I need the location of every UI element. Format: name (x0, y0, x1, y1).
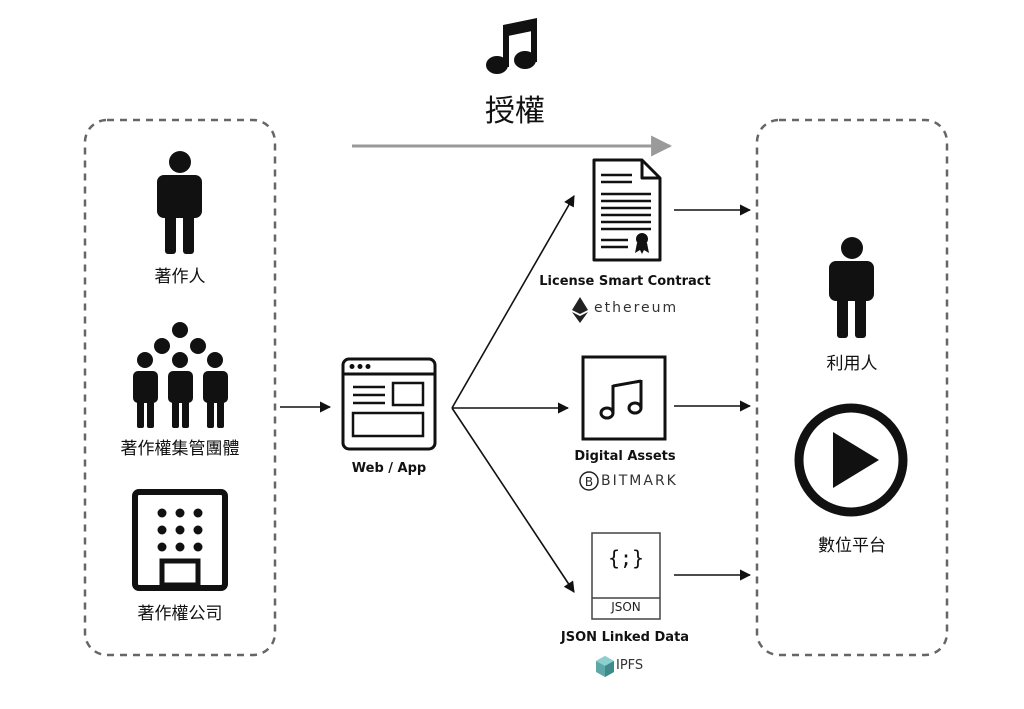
music-note-icon (486, 18, 537, 74)
webapp-to-json-arrow (451, 407, 575, 593)
svg-text:B: B (585, 475, 593, 489)
json-card-glyph: {;} (607, 546, 645, 570)
ipfs-brand: IPFS (616, 658, 643, 673)
contract-label: License Smart Contract (539, 274, 711, 289)
digital-assets-label: Digital Assets (574, 449, 676, 464)
webapp-label: Web / App (351, 461, 427, 476)
ipfs-brand-text: IPFS (616, 658, 644, 673)
company-building-icon (132, 489, 228, 591)
webapp-to-contract-arrow (451, 195, 575, 409)
bitmark-brand: BITMARK (601, 473, 678, 489)
json-file-card (591, 532, 661, 620)
user-person-icon (829, 237, 874, 338)
collective-label: 著作權集管團體 (120, 439, 240, 459)
digital-asset-music-icon (581, 355, 667, 441)
ethereum-brand-text: ethereum (594, 300, 679, 316)
bitmark-b-icon: B (579, 471, 599, 491)
bitmark-brand-text: BITMARK (601, 473, 678, 489)
play-button-icon (794, 403, 908, 517)
ethereum-diamond-icon (572, 297, 588, 323)
ipfs-cube-icon (596, 656, 614, 677)
ethereum-brand: ethereum (594, 300, 678, 316)
company-label: 著作權公司 (137, 604, 223, 624)
author-person-icon (157, 151, 202, 254)
platform-label: 數位平台 (818, 536, 886, 556)
users-group (755, 118, 949, 657)
collective-group-icon (133, 322, 228, 428)
user-label: 利用人 (826, 354, 878, 374)
json-linked-data-label: JSON Linked Data (560, 630, 690, 645)
diagram-title: 授權 (485, 94, 545, 129)
json-card-caption: JSON (611, 600, 641, 614)
author-label: 著作人 (154, 267, 206, 287)
rights-holders-group (83, 118, 277, 657)
web-app-browser-icon (341, 357, 437, 451)
contract-document-icon (592, 158, 662, 262)
